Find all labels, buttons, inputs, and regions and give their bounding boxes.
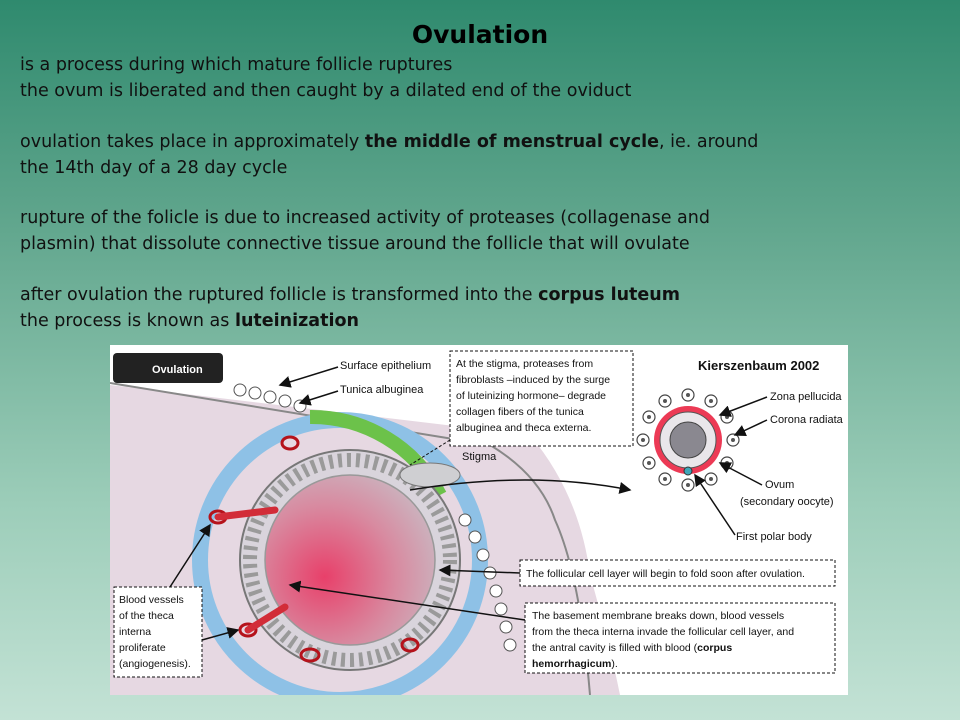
svg-text:of luteinizing hormone– degrad: of luteinizing hormone– degrade <box>456 390 606 402</box>
label-surface-epithelium: Surface epithelium <box>340 360 431 372</box>
basement-callout-text: The basement membrane breaks down, blood… <box>532 610 794 670</box>
text-line: the 14th day of a 28 day cycle <box>20 157 288 178</box>
paragraph-rupture: rupture of the folicle is due to increas… <box>20 206 950 257</box>
paragraph-corpus-luteum: after ovulation the ruptured follicle is… <box>20 283 950 334</box>
label-stigma: Stigma <box>462 451 497 463</box>
vessels-callout-text: Blood vessels of the theca interna proli… <box>119 594 191 670</box>
ovum-illustration <box>636 388 740 492</box>
stigma-callout-box <box>449 350 634 447</box>
svg-text:interna: interna <box>119 626 151 638</box>
label-secondary-oocyte: (secondary oocyte) <box>740 496 834 508</box>
label-corona-radiata: Corona radiata <box>770 414 844 426</box>
granulosa-cells <box>243 453 457 667</box>
label-first-polar-body: First polar body <box>736 531 812 543</box>
label-tunica-albuginea: Tunica albuginea <box>340 384 424 396</box>
text-line: is a process during which mature follicl… <box>20 55 453 75</box>
svg-text:hemorrhagicum).: hemorrhagicum). <box>532 658 618 670</box>
ovulation-diagram: Ovulation Kierszenbaum 2002 Surface epit… <box>110 345 848 695</box>
antral-cavity <box>264 474 436 646</box>
svg-text:of the theca: of the theca <box>119 610 174 622</box>
vessels-callout-box <box>113 586 203 678</box>
svg-text:the antral cavity is filled wi: the antral cavity is filled with blood (… <box>532 642 732 654</box>
text-line: ovulation takes place in approximately t… <box>20 132 759 152</box>
svg-text:Blood vessels: Blood vessels <box>119 594 184 606</box>
svg-text:fibroblasts –induced by the su: fibroblasts –induced by the surge <box>456 374 610 386</box>
text-line: after ovulation the ruptured follicle is… <box>20 285 680 305</box>
figure-tag <box>113 353 223 383</box>
svg-text:proliferate: proliferate <box>119 642 166 654</box>
text-line: rupture of the folicle is due to increas… <box>20 208 710 228</box>
stigma-callout-text: At the stigma, proteases from fibroblast… <box>456 358 610 434</box>
first-polar-body <box>683 466 693 476</box>
emphasis-text: luteinization <box>234 310 359 331</box>
text-line: the ovum is liberated and then caught by… <box>20 80 632 101</box>
figure-credit: Kierszenbaum 2002 <box>698 358 819 373</box>
text-line: the process is known as luteinization <box>20 310 359 331</box>
text-line: plasmin) that dissolute connective tissu… <box>20 233 690 254</box>
label-zona-pellucida: Zona pellucida <box>770 391 842 403</box>
label-ovum: Ovum <box>765 479 794 491</box>
page-title: Ovulation <box>411 20 549 49</box>
svg-text:At the stigma, proteases from: At the stigma, proteases from <box>456 358 593 370</box>
stigma-bulge <box>399 462 461 488</box>
emphasis-text: the middle of menstrual cycle <box>364 132 659 152</box>
fold-callout-text: The follicular cell layer will begin to … <box>526 568 805 580</box>
emphasis-text: corpus luteum <box>538 285 680 305</box>
paragraph-timing: ovulation takes place in approximately t… <box>20 130 950 181</box>
surface-epithelium-cells <box>233 383 517 652</box>
svg-text:collagen fibers of the tunica: collagen fibers of the tunica <box>456 406 584 418</box>
svg-text:The basement membrane breaks d: The basement membrane breaks down, blood… <box>532 610 784 622</box>
fold-callout-box <box>519 559 836 587</box>
svg-text:albuginea and theca externa.: albuginea and theca externa. <box>456 422 591 434</box>
svg-text:(angiogenesis).: (angiogenesis). <box>119 658 191 670</box>
invading-vessels <box>214 506 289 634</box>
svg-text:from the theca interna invade: from the theca interna invade the follic… <box>532 626 794 638</box>
basement-callout-box <box>524 602 836 674</box>
oocyte-nucleus <box>669 421 707 459</box>
figure-tag-label: Ovulation <box>152 364 203 376</box>
paragraph-definition: is a process during which mature follicl… <box>20 53 950 104</box>
